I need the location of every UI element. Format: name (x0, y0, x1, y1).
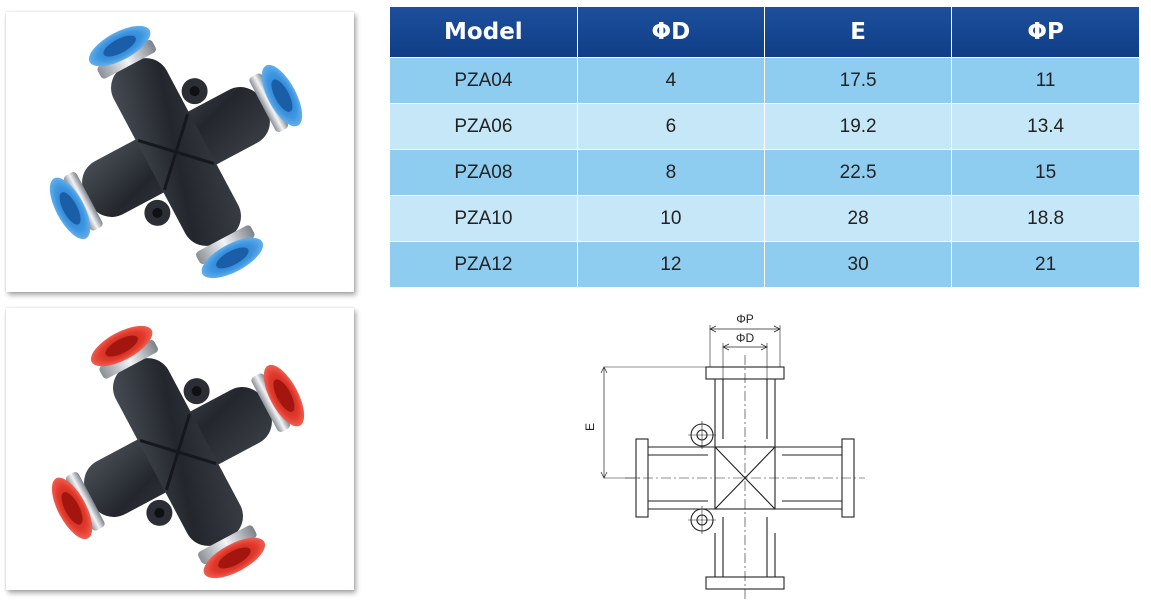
cell-model: PZA06 (390, 103, 578, 150)
cell-e: 30 (763, 241, 952, 287)
col-header-phi-p: ΦP (951, 7, 1139, 58)
table-row: PZA12 12 30 21 (390, 241, 1139, 287)
cell-e: 19.2 (763, 103, 952, 150)
table-row: PZA06 6 19.2 13.4 (390, 103, 1139, 150)
table-row: PZA04 4 17.5 11 (390, 57, 1139, 104)
cell-e: 22.5 (763, 149, 952, 196)
cell-phi-d: 8 (576, 149, 765, 196)
drawing-label-phi-d: ΦD (736, 331, 755, 345)
cell-phi-p: 15 (951, 149, 1139, 196)
col-header-phi-d: ΦD (576, 7, 765, 58)
cell-phi-d: 4 (576, 57, 765, 104)
cell-phi-p: 11 (951, 57, 1139, 104)
cell-phi-p: 18.8 (951, 195, 1139, 242)
cell-e: 28 (763, 195, 952, 242)
drawing-label-phi-p: ΦP (736, 312, 754, 326)
cell-phi-d: 12 (576, 241, 765, 287)
cell-model: PZA04 (390, 57, 578, 104)
blue-cross-fitting-image (49, 25, 303, 279)
technical-drawing: ΦP ΦD E (583, 312, 865, 600)
table-row: PZA08 8 22.5 15 (390, 149, 1139, 196)
cell-phi-d: 6 (576, 103, 765, 150)
cell-phi-p: 13.4 (951, 103, 1139, 150)
cell-model: PZA12 (390, 241, 578, 287)
spec-table-header-row: Model ΦD E ΦP (390, 7, 1139, 58)
product-photo-red (6, 308, 354, 590)
spec-table: Model ΦD E ΦP PZA04 4 17.5 11 PZA06 6 19… (390, 7, 1139, 287)
red-cross-fitting-image (51, 325, 305, 579)
cell-model: PZA08 (390, 149, 578, 196)
cell-phi-p: 21 (951, 241, 1139, 287)
cell-model: PZA10 (390, 195, 578, 242)
table-row: PZA10 10 28 18.8 (390, 195, 1139, 242)
col-header-model: Model (390, 7, 578, 58)
product-photo-blue (6, 12, 354, 292)
drawing-label-e: E (583, 423, 597, 431)
col-header-e: E (763, 7, 952, 58)
cell-phi-d: 10 (576, 195, 765, 242)
cell-e: 17.5 (763, 57, 952, 104)
